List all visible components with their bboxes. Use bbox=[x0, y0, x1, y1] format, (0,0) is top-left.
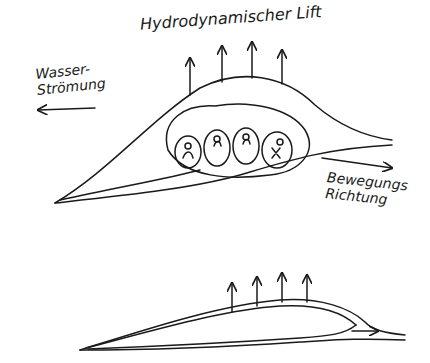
lift-arrow bbox=[306, 275, 308, 302]
airfoil-upper bbox=[80, 300, 405, 350]
occupant bbox=[204, 130, 230, 166]
movement-arrow bbox=[322, 158, 392, 168]
lift-arrow bbox=[281, 50, 283, 84]
lift-arrow bbox=[256, 277, 258, 306]
airfoil-lower bbox=[80, 339, 405, 350]
heading-label: Hydrodynamischer Lift bbox=[140, 0, 361, 34]
airfoil-lower-inner bbox=[88, 325, 356, 349]
occupant bbox=[262, 132, 292, 168]
lift-arrow bbox=[189, 58, 191, 95]
direction-label: Bewegungs Richtung bbox=[325, 169, 424, 211]
label-holder: Wasser- Strömung bbox=[35, 58, 116, 98]
flow-arrow bbox=[352, 330, 378, 332]
lift-arrow bbox=[251, 42, 253, 78]
lift-arrow bbox=[281, 273, 283, 302]
occupant bbox=[233, 128, 259, 164]
cabin-outline bbox=[166, 104, 309, 177]
label-holder: Hydrodynamischer Lift bbox=[140, 0, 361, 34]
streamline bbox=[60, 170, 200, 200]
label-holder: Bewegungs Richtung bbox=[325, 169, 424, 211]
lift-arrow bbox=[221, 46, 223, 82]
occupant-figure bbox=[183, 140, 280, 159]
lift-arrow bbox=[231, 283, 233, 312]
flow-arrow bbox=[38, 108, 95, 110]
flow-label: Wasser- Strömung bbox=[35, 58, 116, 98]
